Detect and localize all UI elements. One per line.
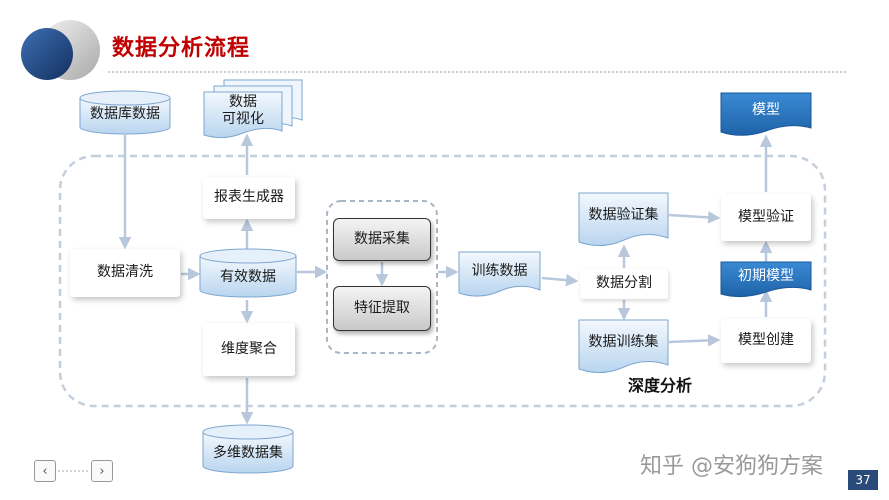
dimension-aggregation-node: 维度聚合	[203, 323, 295, 376]
validation-set-label: 数据验证集	[588, 206, 659, 223]
model-label: 模型	[752, 101, 780, 118]
analysis-region	[58, 154, 827, 408]
chevron-right-icon: ›	[99, 463, 105, 479]
deep-analysis-label: 深度分析	[628, 376, 693, 395]
database-label: 数据库数据	[90, 105, 160, 122]
chevron-left-icon: ‹	[42, 463, 48, 479]
database-cylinder	[79, 90, 171, 135]
page-number-badge: 37	[848, 470, 878, 490]
page-title: 数据分析流程	[112, 36, 251, 61]
visualization-multidoc	[203, 79, 303, 139]
arrow-trainingset-to-creation	[668, 334, 721, 347]
valid-data-cylinder	[199, 248, 297, 298]
model-doc	[720, 92, 812, 136]
visualization-label: 数据 可视化	[204, 92, 282, 130]
training-set-doc	[578, 319, 669, 373]
data-split-node: 数据分割	[580, 269, 668, 299]
model-creation-node: 模型创建	[721, 319, 811, 363]
prev-slide-button[interactable]: ‹	[34, 460, 56, 482]
visualization-label-line1: 数据	[229, 94, 257, 111]
next-slide-button[interactable]: ›	[91, 460, 113, 482]
initial-model-doc	[720, 261, 812, 298]
arrow-validation-to-modelvalidation	[668, 211, 721, 224]
visualization-label-line2: 可视化	[222, 111, 264, 127]
watermark: 知乎 @安狗狗方案	[640, 454, 823, 479]
report-generator-node: 报表生成器	[203, 177, 295, 219]
training-set-label: 数据训练集	[588, 333, 659, 350]
arrow-training-to-split	[541, 273, 579, 287]
nav-divider	[58, 470, 88, 472]
initial-model-label: 初期模型	[738, 267, 794, 284]
header-decoration	[21, 20, 848, 80]
model-validation-node: 模型验证	[721, 194, 811, 241]
data-collection-node: 数据采集	[333, 218, 431, 261]
validation-set-doc	[578, 192, 669, 246]
multidim-cylinder	[202, 424, 294, 474]
valid-data-label: 有效数据	[220, 268, 276, 285]
training-data-label: 训练数据	[471, 262, 528, 279]
feature-extraction-node: 特征提取	[333, 286, 431, 331]
multidim-dataset-label: 多维数据集	[213, 444, 283, 461]
data-cleaning-node: 数据清洗	[70, 249, 180, 297]
training-data-doc	[458, 251, 541, 297]
